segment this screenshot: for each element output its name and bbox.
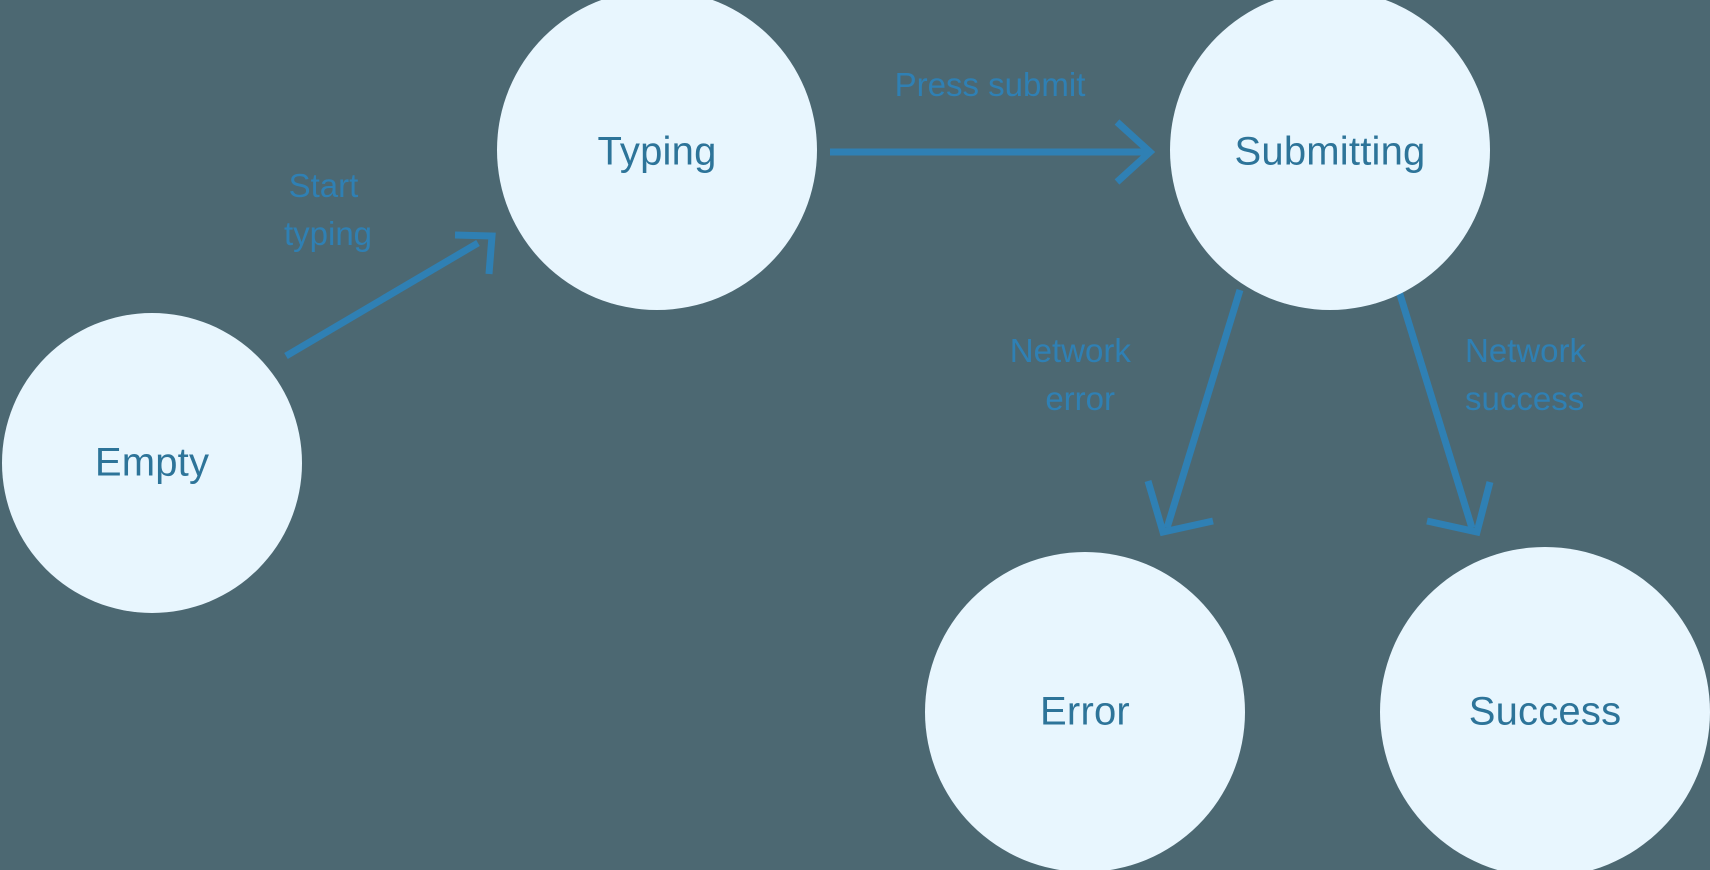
edge-label-submitting-to-success: Network success xyxy=(1465,332,1595,417)
edge-line-submitting-to-success xyxy=(1394,286,1476,530)
edge-label-line: success xyxy=(1465,380,1584,417)
state-node-submitting-label: Submitting xyxy=(1235,130,1426,174)
state-node-error-label: Error xyxy=(1040,690,1130,734)
state-node-submitting[interactable]: Submitting xyxy=(1170,0,1490,310)
state-node-error[interactable]: Error xyxy=(925,552,1245,870)
state-node-empty-circle[interactable] xyxy=(2,313,302,613)
edge-label-submitting-to-error: Network error xyxy=(1010,332,1140,417)
state-node-submitting-circle[interactable] xyxy=(1170,0,1490,310)
state-node-success-label: Success xyxy=(1469,690,1622,734)
edge-typing-to-submitting xyxy=(830,119,1156,185)
state-node-success-circle[interactable] xyxy=(1380,547,1710,870)
arrowhead-typing-to-submitting xyxy=(1114,119,1156,185)
state-node-typing-circle[interactable] xyxy=(497,0,817,310)
edge-submitting-to-success xyxy=(1394,286,1494,537)
edge-label-line: Press submit xyxy=(895,66,1086,103)
edge-label-line: Start xyxy=(289,167,359,204)
state-node-empty-label: Empty xyxy=(95,441,209,485)
edge-line-submitting-to-error xyxy=(1163,288,1244,530)
arrowhead-submitting-to-error xyxy=(1144,480,1214,537)
edge-label-empty-to-typing: Start typing xyxy=(284,167,372,252)
state-node-typing-label: Typing xyxy=(597,130,716,174)
edge-label-line: error xyxy=(1045,380,1115,417)
arrowhead-submitting-to-success xyxy=(1426,481,1494,537)
state-node-success[interactable]: Success xyxy=(1380,547,1710,870)
edge-submitting-to-error xyxy=(1144,288,1244,537)
state-node-error-circle[interactable] xyxy=(925,552,1245,870)
edge-label-typing-to-submitting: Press submit xyxy=(895,66,1086,103)
state-node-empty[interactable]: Empty xyxy=(2,313,302,613)
edge-empty-to-typing xyxy=(284,231,496,360)
edge-label-line: Network xyxy=(1010,332,1132,369)
state-node-typing[interactable]: Typing xyxy=(497,0,817,310)
arrowhead-empty-to-typing xyxy=(454,231,496,275)
edge-label-line: typing xyxy=(284,215,372,252)
edge-line-empty-to-typing xyxy=(284,239,480,360)
edge-label-line: Network xyxy=(1465,332,1587,369)
